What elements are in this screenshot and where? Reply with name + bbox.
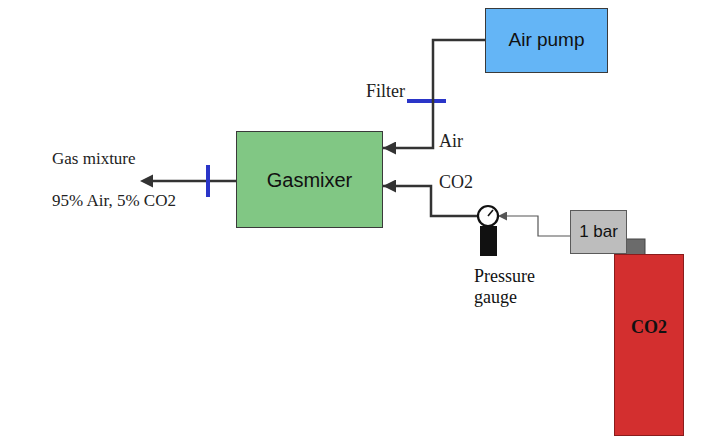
flow-label: Air [437, 131, 465, 153]
pump-box: Air pump [485, 8, 608, 73]
mixer-box: Gasmixer [236, 131, 383, 228]
box-label: 1 bar [579, 222, 618, 242]
outlet-label: Gas mixture [50, 149, 138, 169]
gas-cylinder: CO2 [614, 254, 684, 436]
pressure-gauge: Pressure gauge [472, 202, 548, 310]
output-arrowhead [140, 175, 153, 188]
output-line [150, 180, 236, 183]
gauge-label: Pressure gauge [474, 266, 548, 307]
mixture-label: 95% Air, 5% CO2 [50, 191, 178, 211]
box-label: Air pump [508, 29, 584, 52]
flow-label: CO2 [437, 172, 475, 194]
filter-symbol [405, 99, 446, 103]
filter-label: Filter [364, 81, 407, 103]
supply-line [498, 216, 570, 236]
box-label: Gasmixer [267, 168, 353, 192]
output-filter-symbol [206, 165, 210, 197]
gauge-symbol [472, 202, 512, 262]
regulator-box: 1 bar [570, 210, 627, 254]
box-label: CO2 [615, 317, 683, 339]
